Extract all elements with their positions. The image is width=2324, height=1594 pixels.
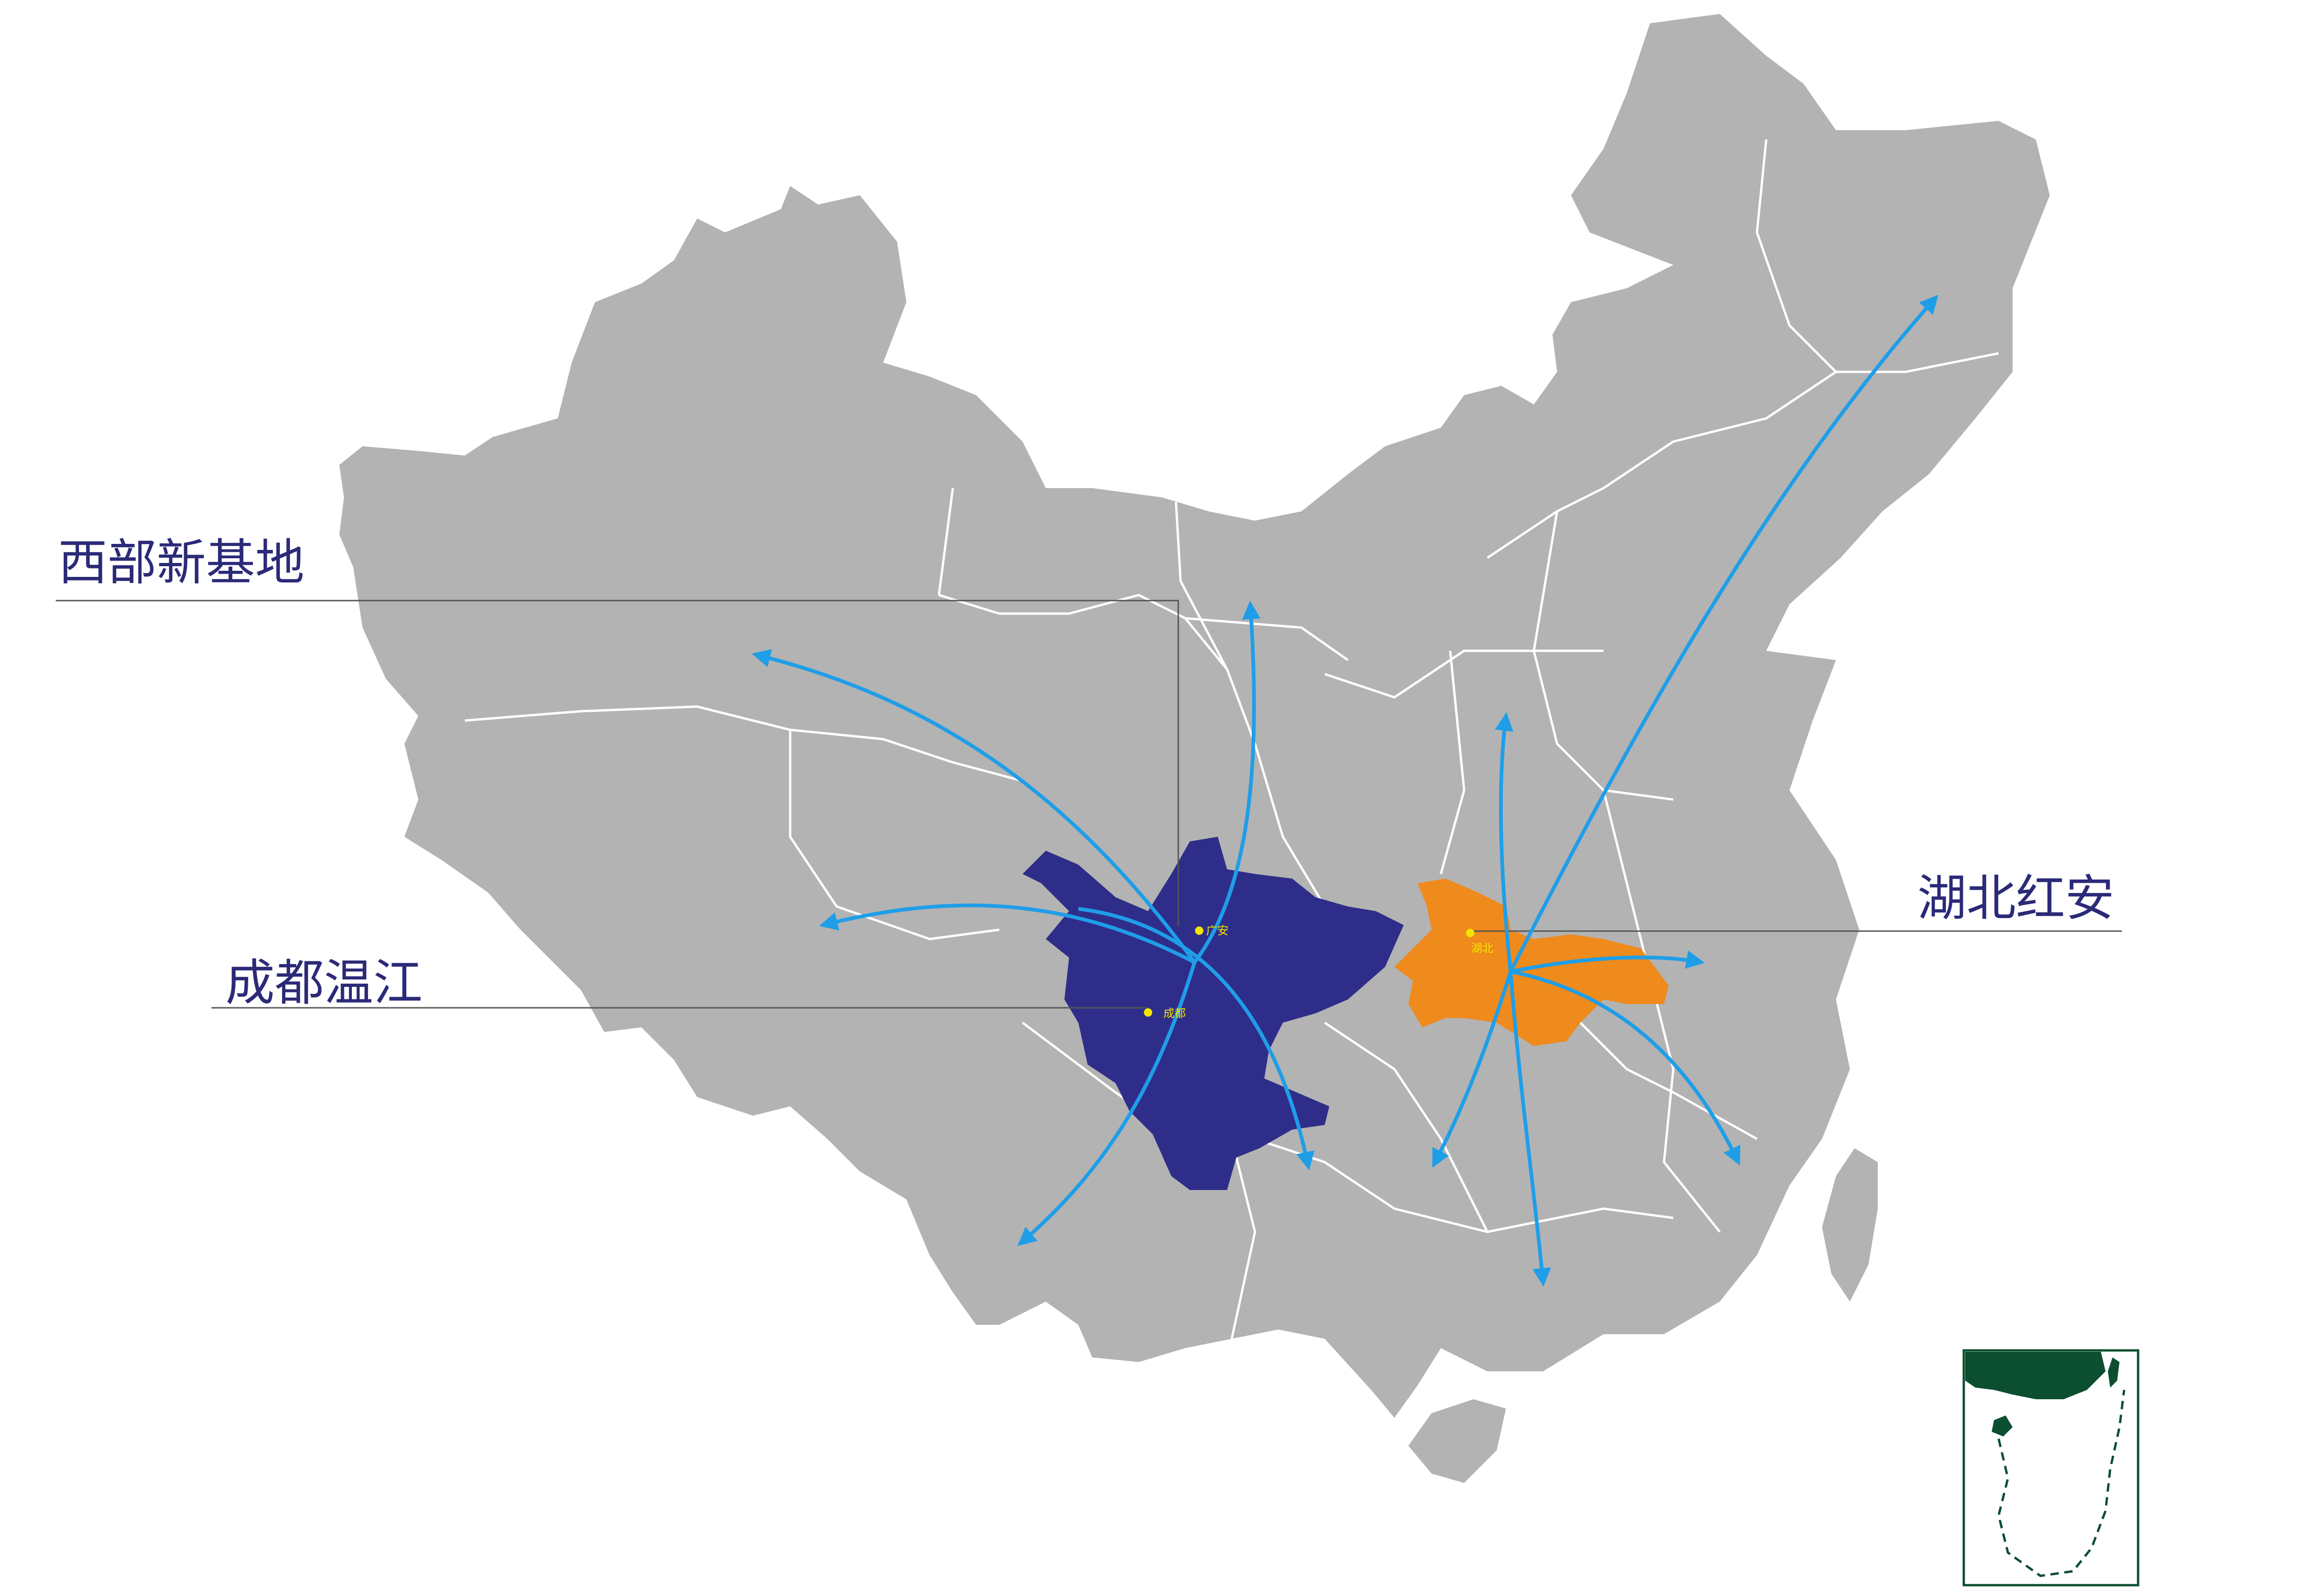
city-label-guangan: 广安: [1206, 924, 1228, 937]
label-hubei-hongan: 湖北红安: [1917, 870, 2114, 927]
dot-icon: [1195, 926, 1203, 935]
arrow-icon: [1509, 971, 1551, 1287]
city-label-chengdu: 成都: [1163, 1007, 1186, 1020]
arrow-icon: [1509, 295, 1939, 972]
hubei-arrows: [1432, 295, 1939, 1287]
south-china-sea-inset: [1962, 1349, 2139, 1587]
arrow-icon: [1078, 907, 1314, 1171]
sichuan-arrows: [752, 601, 1314, 1246]
dot-icon: [1466, 929, 1474, 937]
arrow-icon: [1495, 712, 1513, 972]
arrow-icon: [1432, 971, 1512, 1168]
label-west-base: 西部新基地: [58, 534, 304, 591]
city-label-hubei: 湖北: [1471, 942, 1493, 955]
inset-mainland: [1965, 1352, 2106, 1399]
hainan-island: [1408, 1399, 1506, 1483]
inset-hainan: [1992, 1415, 2013, 1436]
leader-lines: [56, 600, 2122, 1009]
arrow-icon: [1510, 970, 1741, 1166]
dot-icon: [1144, 1008, 1152, 1017]
arrow-icon: [752, 649, 1196, 964]
sichuan-province: [1023, 837, 1404, 1190]
arrow-icon: [1510, 950, 1705, 973]
hubei-province: [1394, 879, 1669, 1046]
leader-line-west-base: [56, 600, 1179, 926]
label-chengdu-wenjiang: 成都温江: [225, 954, 423, 1012]
inset-taiwan: [2108, 1357, 2119, 1388]
arrow-icon: [1017, 961, 1196, 1246]
taiwan-island: [1822, 1148, 1878, 1302]
china-landmass: [339, 14, 2050, 1418]
arrow-icon: [1193, 601, 1261, 964]
arrow-icon: [819, 903, 1195, 964]
